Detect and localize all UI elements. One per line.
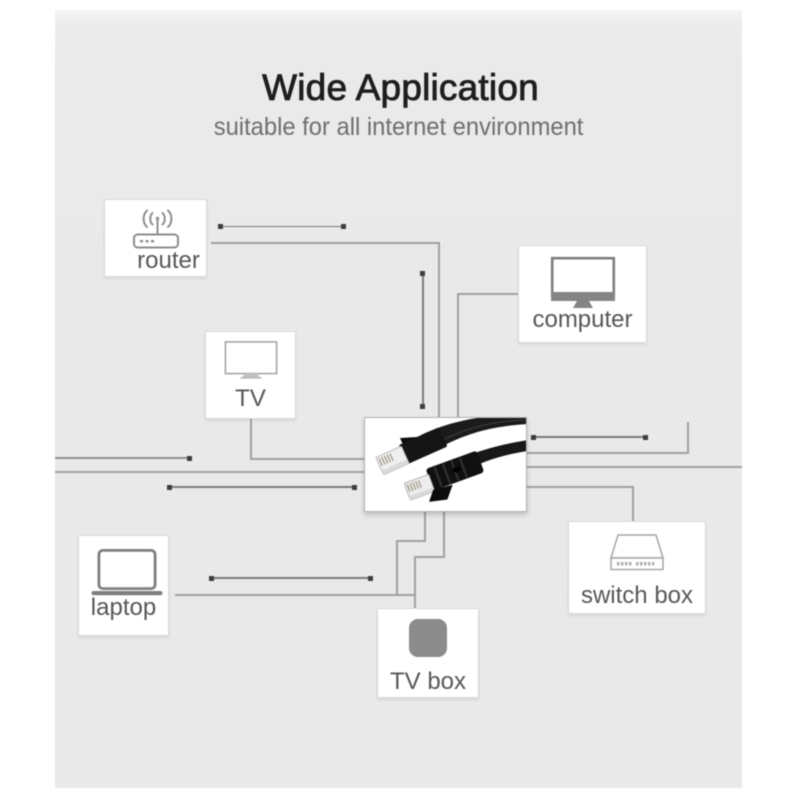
connector-router-cable-v [438,242,440,417]
device-box-switch: switch box [568,521,706,614]
connector-endpoint-dot [167,485,172,490]
connector-switch-h [527,486,634,488]
connector-right-long [527,466,742,468]
page-title-text: Wide Application [262,67,539,108]
connector-right-stub-h [527,452,689,454]
connector-zig2-v2 [414,556,416,608]
connector-endpoint-dot [368,576,373,581]
connector-bottom-dotted [211,577,371,579]
connector-tv-v [250,419,252,460]
connector-endpoint-dot [218,224,223,229]
page-subtitle: suitable for all internet environment [55,113,742,142]
connector-zig1-v1 [424,511,426,542]
device-label: laptop [90,594,157,621]
device-label: TV box [389,668,467,695]
connector-endpoint-dot [209,576,214,581]
connector-zig1-h [396,540,426,542]
set-top-box-icon [409,619,447,662]
tv-icon [224,341,277,384]
device-box-laptop: laptop [78,535,169,636]
connector-switch-v [632,486,634,521]
connector-zig2-v1 [443,511,445,558]
connector-endpoint-dot [352,485,357,490]
connector-endpoint-dot [420,271,425,276]
connector-endpoint-dot [531,435,536,440]
device-label: TV [235,385,266,412]
wifi-router-icon [131,208,181,255]
device-label: switch box [580,582,694,609]
desktop-monitor-icon [550,256,616,314]
connector-router-top [220,225,345,228]
connector-endpoint-dot [341,224,346,229]
connector-endpoint-dot [420,404,425,409]
connector-tv-h [250,458,364,460]
device-box-computer: computer [518,245,647,343]
device-box-tvbox: TV box [377,608,479,698]
page-subtitle-text: suitable for all internet environment [213,113,584,141]
connector-zig2-h [414,556,445,558]
connector-router-cable-h [211,242,440,244]
connector-vertical-dotted [422,274,424,407]
connector-zig1-v2 [396,540,398,596]
connector-endpoint-dot [187,456,192,461]
connector-right-dotted [533,436,646,438]
network-switch-icon [609,534,665,576]
device-box-tv: TV [205,331,296,419]
connector-computer-h [457,293,518,295]
connector-left-dotted [169,486,355,488]
connector-endpoint-dot [643,435,648,440]
ethernet-cable-photo [364,417,527,512]
laptop-icon [91,548,163,602]
device-box-router: router [104,199,207,277]
connector-left-short [55,457,190,459]
page-title: Wide Application [57,67,744,109]
connector-left-long [55,471,364,473]
connector-right-stub-v [687,422,689,454]
connector-laptop-h [175,594,416,596]
device-label: computer [532,306,633,333]
connector-computer-v [457,293,459,417]
device-label: router [137,247,200,274]
